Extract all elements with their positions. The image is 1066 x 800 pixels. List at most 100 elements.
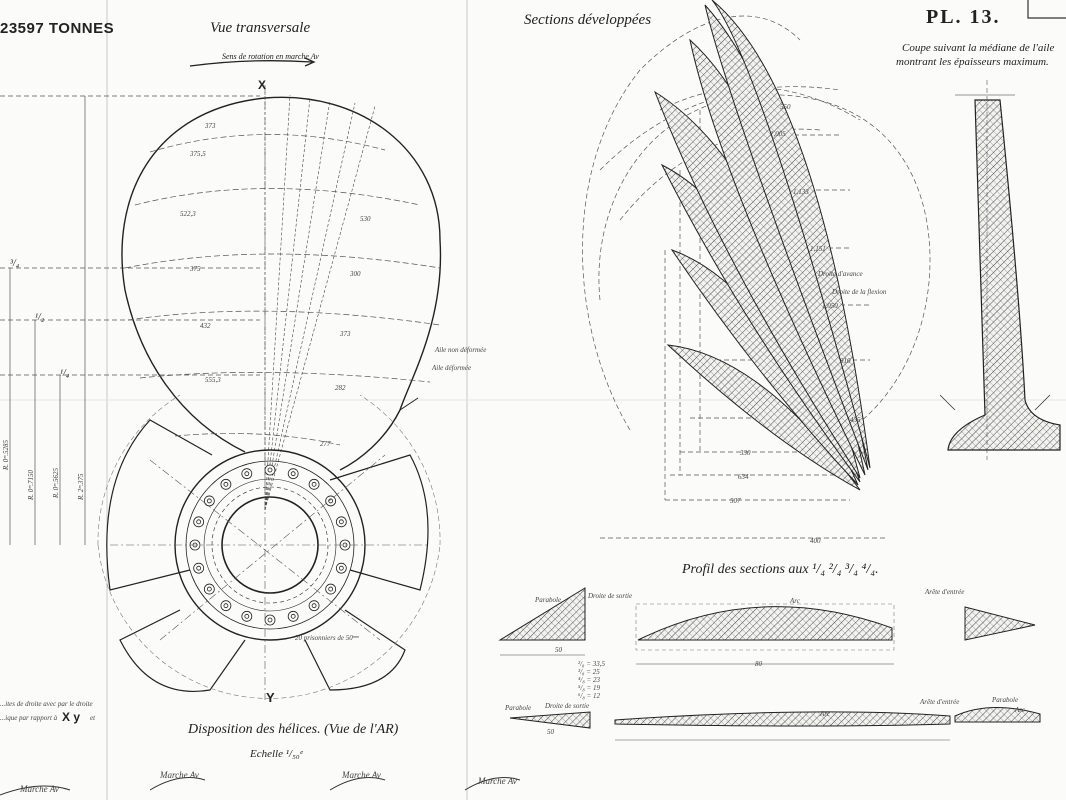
section-profile-main[interactable] [635,603,895,665]
developed-blade-sections[interactable] [653,0,871,491]
hub-bolt-hole [223,481,229,487]
rotation-note: Sens de rotation en marche Av [222,52,319,61]
width-d2: 1,005 [770,130,786,138]
label-leading-1: Arête d'entrée [925,588,965,596]
hub-bolt-hole [338,565,344,571]
axis-y-label: Y [266,690,275,705]
hub-bolt [287,468,299,480]
hub-bolts [189,464,351,626]
width-d7: 435 [850,416,861,424]
fraction-left-1-2: ¹/₂ [35,312,45,323]
width-d3: 1,133 [793,188,809,196]
hub-bolt-hole [311,603,317,609]
propeller-lower-blades [106,419,429,692]
hub-bolt-hole [328,586,334,592]
hub-bolt-hole [223,603,229,609]
left-note-xy: X y [62,710,81,724]
section-profiles-title: Profil des sections aux ¹/₄ ²/₄ ³/₄ ⁴/₄. [682,562,879,577]
propeller-layout-title: Disposition des hélices. (Vue de l'AR) [188,722,399,737]
hub-bolt [220,478,232,490]
measure-t11: 282 [335,384,346,392]
hub-bolt [241,468,253,480]
hub-bolt [325,495,337,507]
ratio-note-1: ²/₈ = 33,5 [578,660,605,668]
label-undeformed-blade: Aile non déformée [435,346,487,354]
label-trailing-2: Droite de sortie [545,702,590,710]
curve-label-1: Droite d'avance [818,270,863,278]
marche-label-3: Marche Av [478,776,517,786]
width-d8: 330 [740,449,751,457]
label-arc-3: Arc [1015,706,1025,714]
left-note-et: et [90,714,96,722]
max-thickness-title-2: montrant les épaisseurs maximum. [896,56,1049,68]
left-note-1: ...ites de droite avec par le droite [0,700,93,708]
hub-bolt-hole [290,613,296,619]
profile-dim-3: 50 [547,728,554,736]
marche-label-2: Marche Av [342,770,381,780]
width-d1: 550 [780,103,791,111]
hub-bolt [193,516,205,528]
profile-dim-1: 50 [555,646,562,654]
hub-bolt-hole [290,471,296,477]
measure-t6: 555,3 [205,376,221,384]
hub-bolt-hole [206,498,212,504]
measure-t3: 522,3 [180,210,196,218]
width-d6: 910 [840,357,851,365]
hub-bolt [308,600,320,612]
ratio-note-5: ⁶/₈ = 12 [578,692,601,700]
ratio-note-3: ⁴/₈ = 23 [578,676,601,684]
hub-bolt [287,610,299,622]
label-leading-2: Arête d'entrée [920,698,960,706]
hub-bolt-hole [338,519,344,525]
plate-corner-box [1027,0,1066,19]
measure-t10: 373 [340,330,351,338]
label-parabola-3: Parabole [992,696,1019,704]
measure-t4: 375 [190,265,201,273]
hub-bolt [308,478,320,490]
hub-bolt [325,583,337,595]
hub-bolt [203,495,215,507]
hub-bolt-hole [196,565,202,571]
section-profile-triangle-right[interactable] [964,606,1036,641]
width-d10: 507 [730,497,741,505]
label-trailing-1: Droite de sortie [588,592,633,600]
curve-label-2: Droite de la flexion [832,288,887,296]
max-thickness-section[interactable] [939,80,1061,460]
propeller-transverse-view [97,57,442,700]
propeller-blade-outline[interactable] [121,96,442,471]
measure-t5: 432 [200,322,211,330]
hub-bolt [220,600,232,612]
label-bolts: 20 prisonniers de 50ᵐᵐ [295,634,359,642]
marche-label-4: Marche Av [20,784,59,794]
hub-bolt [264,464,276,476]
label-parabola-2: Parabole [505,704,532,712]
width-d11: 400 [810,537,821,545]
label-parabola-1: Parabole [535,596,562,604]
max-thickness-title-1: Coupe suivant la médiane de l'aile [902,42,1055,54]
scale-note: Echelle ¹/₅₀ᵉ [250,748,303,760]
measure-t1: 373 [205,122,216,130]
hub-bolt-hole [196,519,202,525]
hub-bolt-hole [244,613,250,619]
ratio-note-2: ³/₈ = 25 [578,668,600,676]
radius-label-4: R. 2ᵐ.375 [77,473,85,500]
plate-number: PL. 13. [926,6,1001,28]
developed-sections-title: Sections développées [524,12,652,28]
section-profile-triangle-left[interactable] [498,587,586,656]
radius-label-1: R. 0ᵐ.5285 [2,440,10,470]
measure-t9: 530 [360,215,371,223]
width-d4: 1,151 [810,245,826,253]
section-profile-lower[interactable] [509,707,1041,741]
measure-t8: 277 [320,440,331,448]
marche-arrows [0,777,521,796]
hub-bolt [335,516,347,528]
tonnage-title: 23597 TONNES [0,20,115,37]
label-deformed-blade: Aile déformée [432,364,472,372]
hub-bolt-hole [267,467,273,473]
hub-bolt-hole [244,471,250,477]
hub-bolt [203,583,215,595]
fraction-left-1-4: ¹/₄ [60,368,70,379]
label-arc-2: Arc [820,710,830,718]
